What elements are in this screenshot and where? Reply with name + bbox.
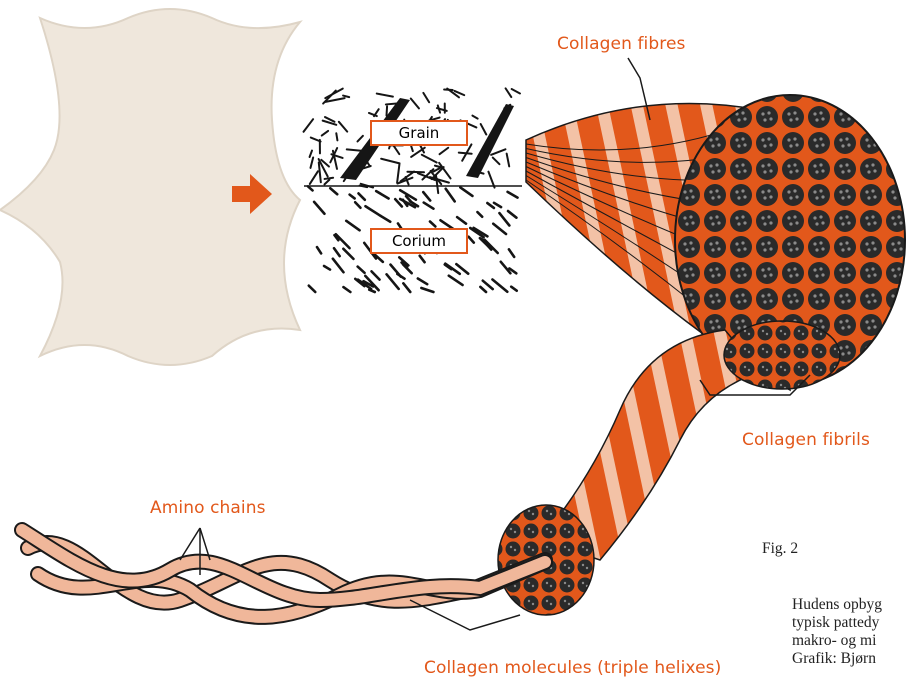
caption-line-2: typisk pattedy [792,614,915,632]
collagen-fibrils-label: Collagen fibrils [742,430,870,450]
caption-line-3: makro- og mi [792,632,915,650]
skin-cross-section [304,84,522,294]
corium-label: Corium [370,228,468,254]
collagen-molecules-label: Collagen molecules (triple helixes) [424,658,721,678]
grain-label: Grain [370,120,468,146]
amino-chain-helix [22,530,545,617]
caption-line-4: Grafik: Bjørn [792,650,915,668]
caption-text: Hudens opbyg typisk pattedy makro- og mi… [792,596,915,685]
amino-chains-label: Amino chains [150,498,266,518]
figure-number: Fig. 2 [762,540,798,558]
collagen-fibril-strand [498,321,840,615]
caption-line-1: Hudens opbyg [792,596,915,614]
collagen-fibres-label: Collagen fibres [557,34,686,54]
